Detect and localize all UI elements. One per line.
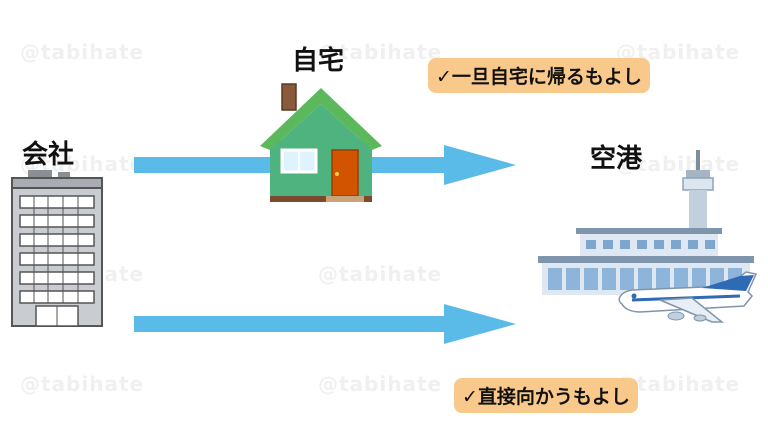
office-building-icon	[11, 170, 103, 327]
note-direct: ✓直接向かうもよし	[454, 378, 638, 413]
airport-terminal-icon	[538, 150, 754, 295]
watermark: @tabihate	[318, 372, 443, 396]
note-via-home: ✓一旦自宅に帰るもよし	[428, 58, 650, 93]
watermark: @tabihate	[20, 372, 145, 396]
house-icon	[260, 83, 382, 202]
watermark: @tabihate	[318, 40, 443, 64]
label-home: 自宅	[292, 46, 345, 76]
arrow-direct	[134, 304, 516, 344]
label-airport: 空港	[590, 144, 643, 174]
watermark: @tabihate	[318, 262, 443, 286]
watermark: @tabihate	[20, 40, 145, 64]
watermark: @tabihate	[616, 152, 741, 176]
airplane-icon	[618, 271, 758, 323]
label-company: 会社	[22, 140, 75, 170]
